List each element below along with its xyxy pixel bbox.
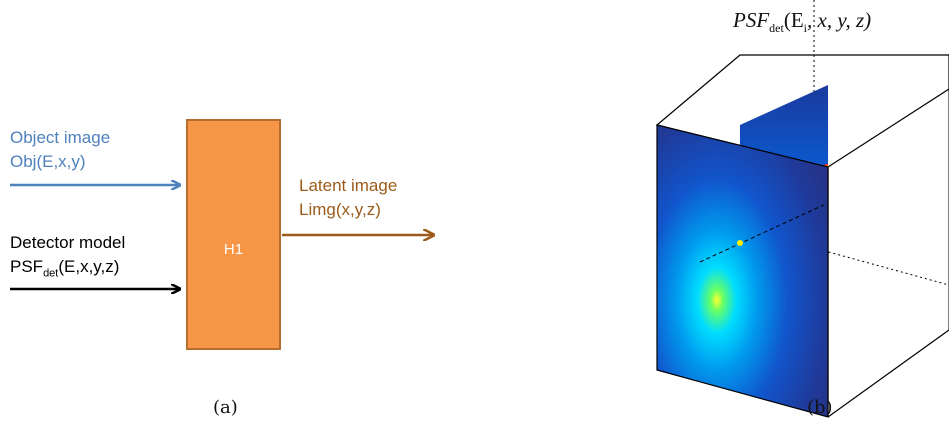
- caption-b: (b): [807, 397, 833, 418]
- psf-front-slice: [656, 124, 829, 418]
- caption-a: (a): [213, 397, 238, 418]
- cube-edge-hidden-bottom: [813, 247, 949, 286]
- detector-model-formula: PSFdet(E,x,y,z): [10, 257, 119, 283]
- h1-block-label: H1: [223, 241, 244, 258]
- psf-focus-spot: [737, 240, 743, 246]
- latent-image-label: Latent image: [299, 176, 398, 195]
- psf-text: PSF: [10, 257, 44, 276]
- psf-args: (E,x,y,z): [58, 257, 120, 276]
- psf-title-args-sub: i: [803, 21, 807, 36]
- psf-title-sub: det: [769, 21, 784, 36]
- object-image-label: Object image: [10, 128, 111, 147]
- psf-title: PSFdet(Ei, x, y, z): [733, 8, 871, 36]
- h1-block: H1: [186, 119, 281, 350]
- latent-image-formula: Limg(x,y,z): [299, 200, 381, 219]
- object-image-formula: Obj(E,x,y): [10, 152, 86, 171]
- psf-title-args: (E: [783, 8, 804, 32]
- cube-edge-bottom: [827, 329, 949, 418]
- psf-subscript: det: [43, 267, 59, 280]
- detector-model-label: Detector model: [10, 233, 126, 252]
- psf-title-args-rest: , x, y, z): [807, 8, 872, 32]
- psf-axis-line: [699, 202, 829, 263]
- psf-title-main: PSF: [733, 8, 770, 32]
- psf-cube: [655, 0, 949, 418]
